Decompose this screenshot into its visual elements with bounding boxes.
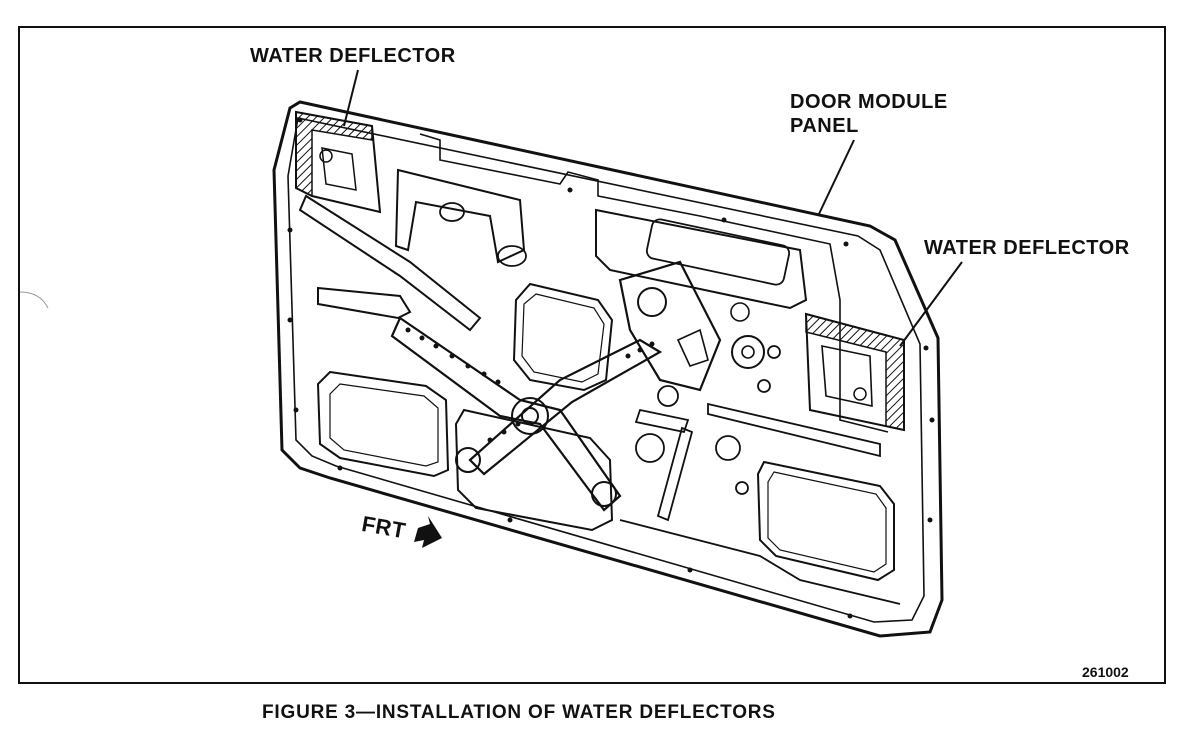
panel-fittings: [439, 202, 781, 495]
side-bracket: [317, 286, 412, 320]
upper-right-recess: [595, 208, 808, 310]
leader-water-deflector-right: [899, 261, 963, 347]
lower-left-opening: [316, 370, 450, 478]
figure-frame: [18, 26, 1166, 684]
door-panel-inner-rim: [287, 117, 925, 623]
lower-right-opening: [756, 460, 895, 582]
water-deflector-right: [804, 312, 905, 432]
door-panel-flange: [419, 133, 889, 433]
label-water-deflector-left: WATER DEFLECTOR: [250, 45, 456, 67]
window-regulator: [390, 260, 765, 512]
horizontal-rib: [707, 402, 881, 458]
central-opening: [512, 282, 614, 392]
upper-recess: [394, 168, 526, 264]
label-water-deflector-right: WATER DEFLECTOR: [924, 237, 1130, 259]
door-module-panel-outline: [272, 100, 944, 638]
water-deflector-left: [295, 110, 382, 214]
upper-slot: [645, 218, 791, 286]
diagonal-rail: [298, 194, 482, 332]
label-door-module-line1: DOOR MODULE: [790, 91, 948, 113]
label-door-module-line2: PANEL: [790, 115, 859, 137]
figure-caption: FIGURE 3—INSTALLATION OF WATER DEFLECTOR…: [262, 702, 776, 723]
leader-water-deflector-left: [343, 69, 359, 127]
binder-hole-mark: [19, 291, 49, 309]
label-door-module-panel: DOOR MODULE PANEL: [790, 90, 948, 138]
small-bracket: [634, 408, 690, 434]
leader-door-module-panel: [817, 139, 855, 217]
figure-id: 261002: [1082, 664, 1129, 680]
lower-center-opening: [454, 408, 614, 532]
lower-channel: [619, 519, 901, 605]
vertical-guide: [656, 426, 694, 522]
perimeter-fasteners: [287, 117, 935, 619]
arrow-right-icon: [414, 516, 442, 548]
